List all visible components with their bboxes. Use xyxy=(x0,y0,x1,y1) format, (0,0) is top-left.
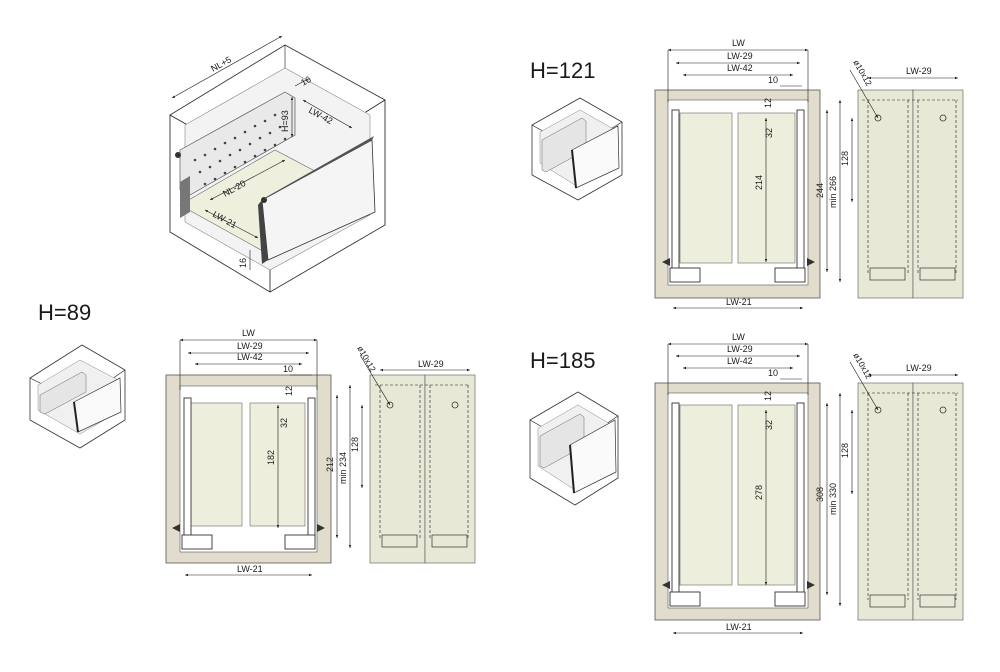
mini-iso-h185 xyxy=(529,391,619,506)
dim-hole-185: ø10x12 xyxy=(851,351,874,381)
dim-12-121: 12 xyxy=(763,98,773,108)
title-h185: H=185 xyxy=(530,348,595,373)
dim-lw29-89: LW-29 xyxy=(237,341,263,351)
dim-lw21-121: LW-21 xyxy=(726,297,752,307)
mini-iso-h89 xyxy=(29,344,126,449)
dim-lw-121: LW xyxy=(732,38,745,48)
mini-iso-h121 xyxy=(531,97,623,201)
dim-182: 182 xyxy=(266,450,276,465)
section-h89: H=89 LW LW-29 LW-42 10 12 32 xyxy=(29,300,476,577)
iso-cabinet-drawing: NL+5 16 H=93 LW-42 NL-20 LW-21 16 xyxy=(169,35,386,293)
dim-16-bottom: 16 xyxy=(238,258,248,268)
dim-12-89: 12 xyxy=(284,386,294,396)
dim-32-89: 32 xyxy=(279,418,289,428)
dim-lw42-89: LW-42 xyxy=(237,352,263,362)
dim-side-lw29-185: LW-29 xyxy=(906,363,932,373)
dim-lw-185: LW xyxy=(732,332,745,342)
dim-side-lw29-89: LW-29 xyxy=(418,359,444,369)
title-h121: H=121 xyxy=(530,58,595,83)
dim-214: 214 xyxy=(754,175,764,190)
dim-32-121: 32 xyxy=(764,128,774,138)
dim-32-185: 32 xyxy=(764,420,774,430)
dim-244: 244 xyxy=(815,183,825,198)
dim-lw42-121: LW-42 xyxy=(727,63,753,73)
dim-lw21-185: LW-21 xyxy=(726,622,752,632)
dim-10-185: 10 xyxy=(768,368,778,378)
dim-128-185: 128 xyxy=(840,443,850,458)
dim-h93: H=93 xyxy=(280,110,290,132)
dim-lw21-89: LW-21 xyxy=(237,564,263,574)
section-h121: H=121 LW LW-29 LW-42 10 12 32 214 xyxy=(530,38,964,310)
dim-278: 278 xyxy=(754,485,764,500)
dim-lw29-121: LW-29 xyxy=(727,51,753,61)
dim-10-121: 10 xyxy=(768,75,778,85)
dim-lw42-185: LW-42 xyxy=(727,356,753,366)
dim-min-234: min 234 xyxy=(338,452,348,484)
dim-16-top: 16 xyxy=(299,74,313,88)
dim-128-121: 128 xyxy=(840,151,850,166)
dim-hole-121: ø10x12 xyxy=(851,58,874,88)
dim-lw29-185: LW-29 xyxy=(727,344,753,354)
dim-side-lw29-121: LW-29 xyxy=(906,66,932,76)
dim-12-185: 12 xyxy=(763,391,773,401)
dim-10-89: 10 xyxy=(283,364,293,374)
dim-308: 308 xyxy=(815,487,825,502)
dim-hole-89: ø10x12 xyxy=(355,344,378,374)
dim-min-266: min 266 xyxy=(828,176,838,208)
dim-lw-89: LW xyxy=(242,328,255,338)
dim-min-330: min 330 xyxy=(828,483,838,515)
section-h185: H=185 LW LW-29 LW-42 10 12 32 278 xyxy=(529,332,964,635)
dim-nl-plus-5: NL+5 xyxy=(209,54,233,73)
title-h89: H=89 xyxy=(38,300,91,325)
dim-128-89: 128 xyxy=(350,437,360,452)
dim-212: 212 xyxy=(325,457,335,472)
